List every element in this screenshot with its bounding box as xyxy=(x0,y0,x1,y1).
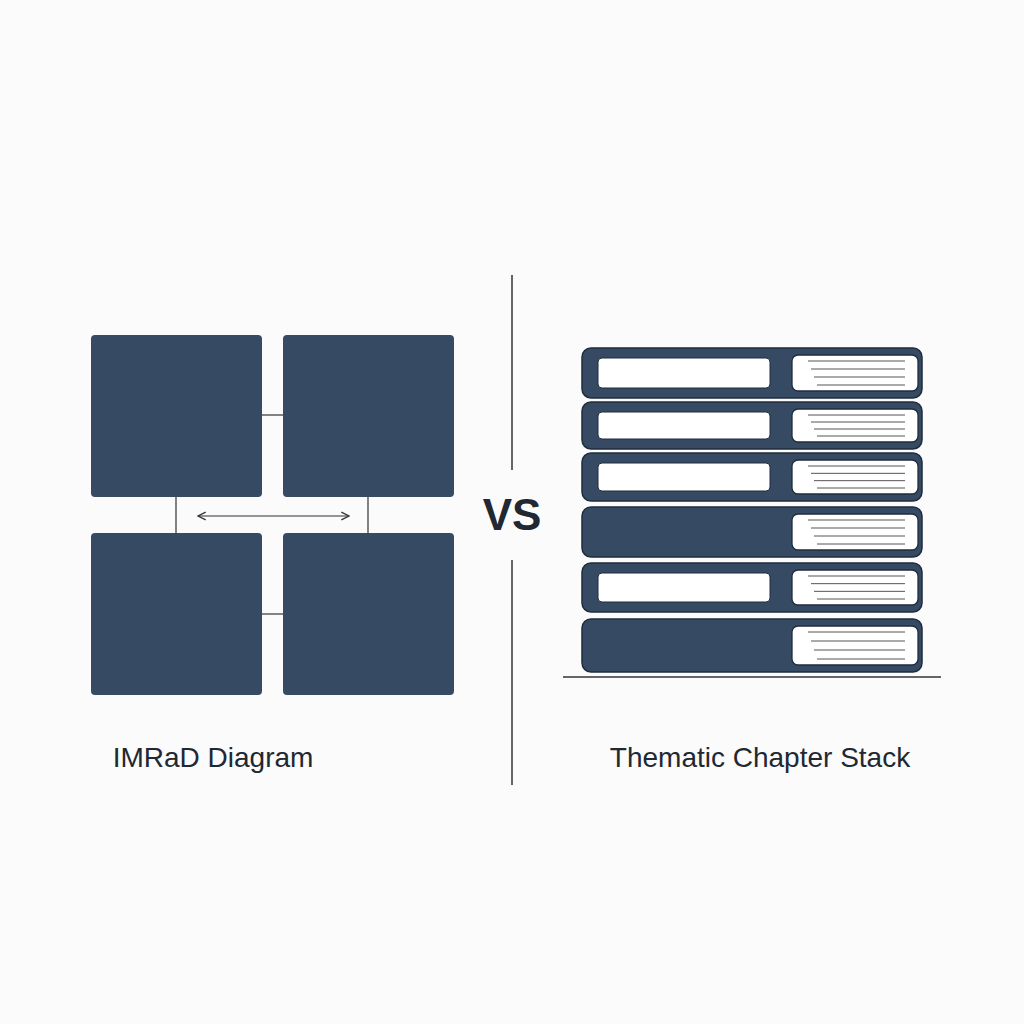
shelf-line xyxy=(563,676,941,678)
page-line xyxy=(817,544,905,545)
versus-label: VS xyxy=(483,491,542,539)
page-line xyxy=(811,369,905,370)
page-line xyxy=(808,466,905,467)
imrad-square xyxy=(91,335,262,497)
page-line xyxy=(808,520,905,521)
caption-label: IMRaD Diagram xyxy=(113,743,314,774)
link-line xyxy=(262,613,283,614)
divider-line xyxy=(511,275,513,470)
link-line xyxy=(367,497,368,533)
book xyxy=(582,563,922,612)
book-pages xyxy=(792,514,918,550)
page-line xyxy=(817,599,905,600)
page-line xyxy=(808,415,905,416)
imrad-square xyxy=(283,335,454,497)
book xyxy=(582,348,922,398)
book xyxy=(582,619,922,672)
page-line xyxy=(814,650,905,651)
page-line xyxy=(811,583,905,584)
imrad-square xyxy=(91,533,262,695)
book-cover xyxy=(582,619,922,672)
book-pages xyxy=(792,626,918,665)
divider-line xyxy=(511,560,513,785)
page-line xyxy=(817,659,905,660)
book-cover xyxy=(582,402,922,449)
caption-label: Thematic Chapter Stack xyxy=(610,743,910,774)
page-line xyxy=(814,536,905,537)
spine-label xyxy=(598,573,770,602)
page-line xyxy=(814,429,905,430)
book-cover xyxy=(582,348,922,398)
page-line xyxy=(808,576,905,577)
page-line xyxy=(817,385,905,386)
book xyxy=(582,402,922,449)
book-pages xyxy=(792,355,918,391)
book xyxy=(582,453,922,501)
page-line xyxy=(814,591,905,592)
book-pages xyxy=(792,409,918,442)
book-stack xyxy=(582,348,922,672)
page-line xyxy=(817,436,905,437)
imrad-diagram xyxy=(91,335,454,695)
book-cover xyxy=(582,453,922,501)
page-line xyxy=(811,641,905,642)
book-cover xyxy=(582,563,922,612)
spine-label xyxy=(598,463,770,491)
page-line xyxy=(814,377,905,378)
page-line xyxy=(808,361,905,362)
page-line xyxy=(808,632,905,633)
spine-label xyxy=(598,412,770,439)
page-line xyxy=(817,488,905,489)
page-line xyxy=(811,473,905,474)
book-pages xyxy=(792,460,918,494)
page-line xyxy=(814,480,905,481)
book-pages xyxy=(792,570,918,605)
book xyxy=(582,507,922,557)
spine-label xyxy=(598,358,770,388)
double-arrow xyxy=(198,515,349,516)
link-line xyxy=(262,414,283,415)
link-line xyxy=(175,497,176,533)
book-cover xyxy=(582,507,922,557)
page-line xyxy=(811,528,905,529)
page-line xyxy=(811,422,905,423)
imrad-square xyxy=(283,533,454,695)
